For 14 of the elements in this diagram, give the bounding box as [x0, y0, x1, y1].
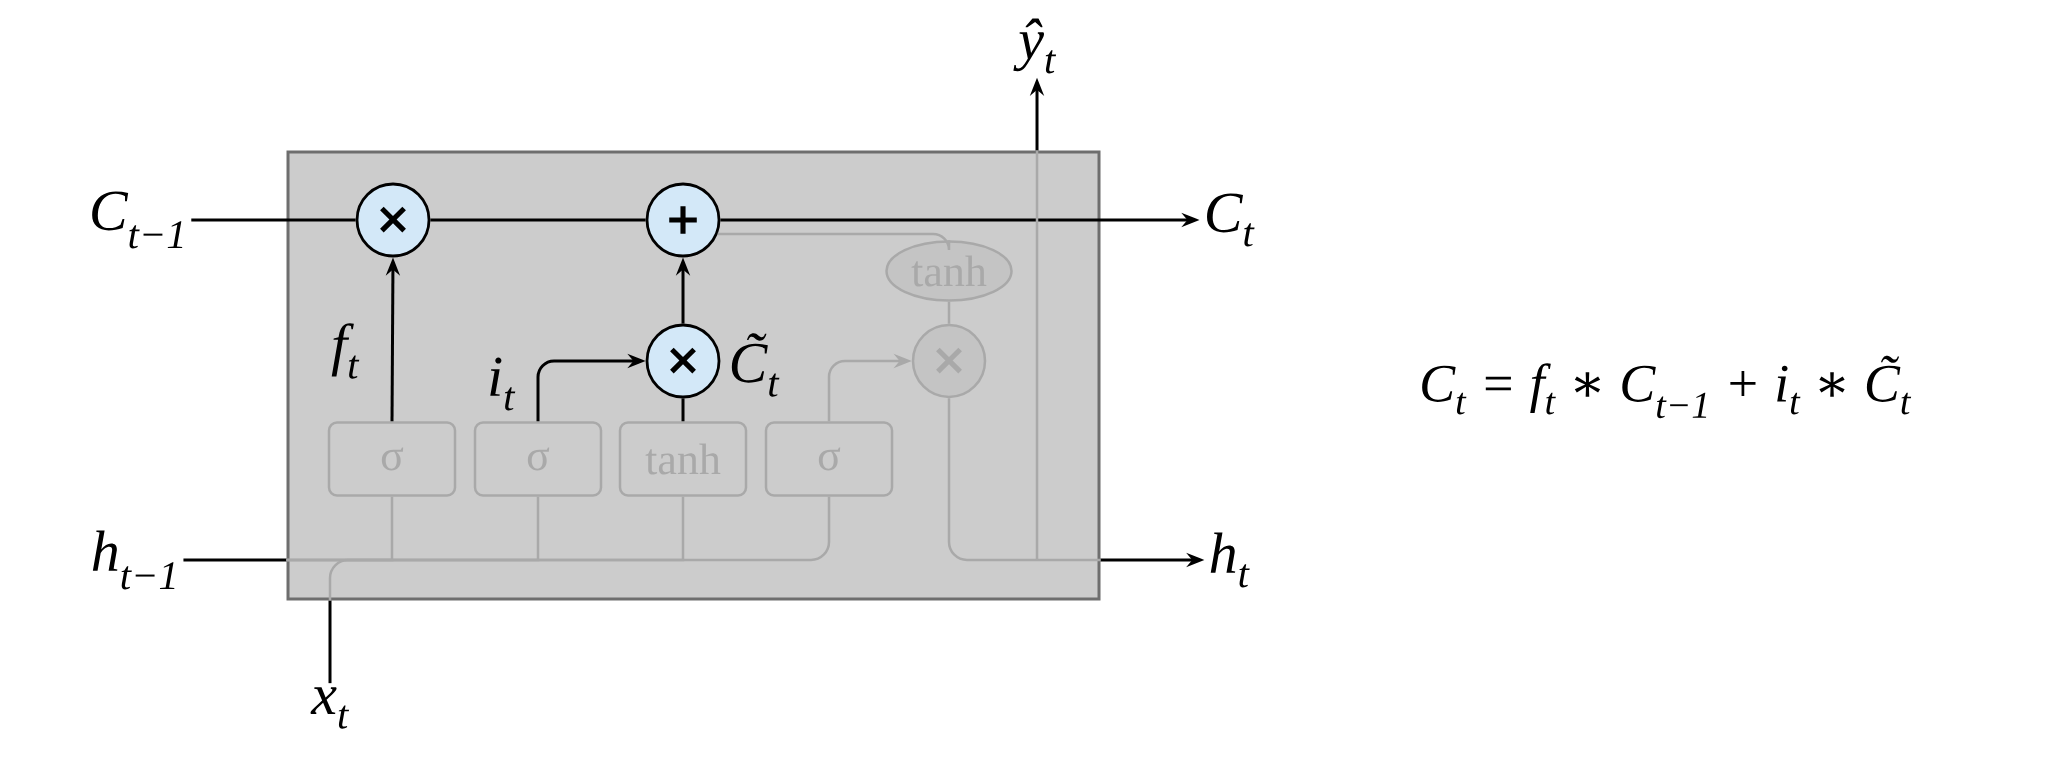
variable-label: C̃$_{t}$ — [731, 333, 780, 397]
edge-label: i$_{t}$ — [485, 355, 517, 413]
connector — [328, 496, 831, 601]
variable-label: ŷ$_{t}$ — [1013, 18, 1057, 74]
variable-label: h$_{t−1}$ — [92, 530, 175, 590]
connector — [286, 496, 685, 562]
edge-label: f$_{t}$ — [329, 321, 361, 381]
connector — [947, 150, 1101, 562]
variable-label: C$_{t−1}$ — [92, 191, 183, 249]
variable-label: C$_{t}$ — [1207, 193, 1255, 247]
equation: C$_{t}$ = f$_{t}$ ∗ C$_{t−1}$ + i$_{t}$ ∗ C̃$_{t}$ — [1422, 355, 1912, 419]
lstm-cell-box — [286, 150, 1101, 601]
variable-label: x$_{t}$ — [310, 687, 350, 729]
variable-label: h$_{t}$ — [1210, 532, 1250, 588]
